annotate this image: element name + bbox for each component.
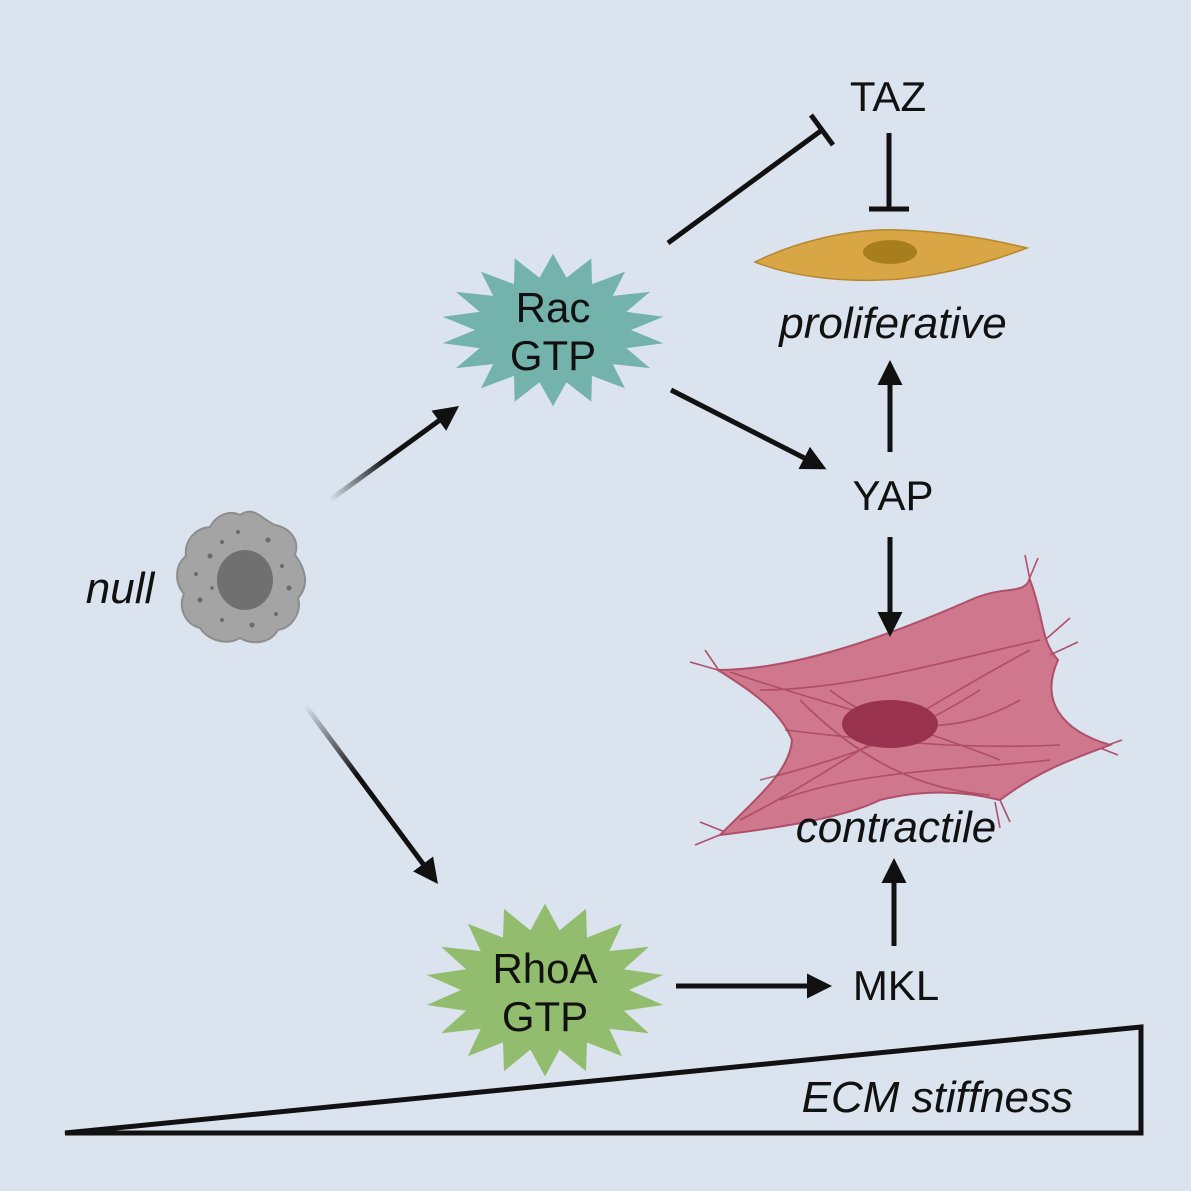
mkl-label: MKL	[853, 962, 939, 1009]
edge-taz-inhibits-proliferative	[869, 133, 909, 212]
edge-null-to-rac	[328, 406, 460, 503]
rhoa-label: RhoA	[492, 945, 597, 992]
rhoa-gtp-burst	[426, 903, 664, 1077]
contractile-label: contractile	[796, 803, 997, 852]
edge-null-to-rhoa	[302, 703, 438, 885]
contractile-cell-icon	[689, 554, 1123, 846]
ecm-stiffness-label: ECM stiffness	[802, 1073, 1073, 1122]
rac-label: Rac	[516, 284, 591, 331]
rac-gtp-burst	[442, 253, 664, 407]
yap-label: YAP	[853, 472, 934, 519]
rhoa-gtp-label: GTP	[502, 993, 588, 1040]
ecm-stiffness-wedge	[64, 1024, 1144, 1136]
proliferative-cell-icon	[753, 229, 1030, 282]
rac-gtp-label: GTP	[510, 332, 596, 379]
taz-label: TAZ	[850, 73, 926, 120]
null-cell-icon	[176, 510, 306, 644]
null-label: null	[86, 564, 156, 613]
proliferative-label: proliferative	[777, 299, 1006, 348]
edge-rac-inhibits-taz	[666, 113, 836, 246]
edge-rac-to-yap	[669, 387, 827, 470]
